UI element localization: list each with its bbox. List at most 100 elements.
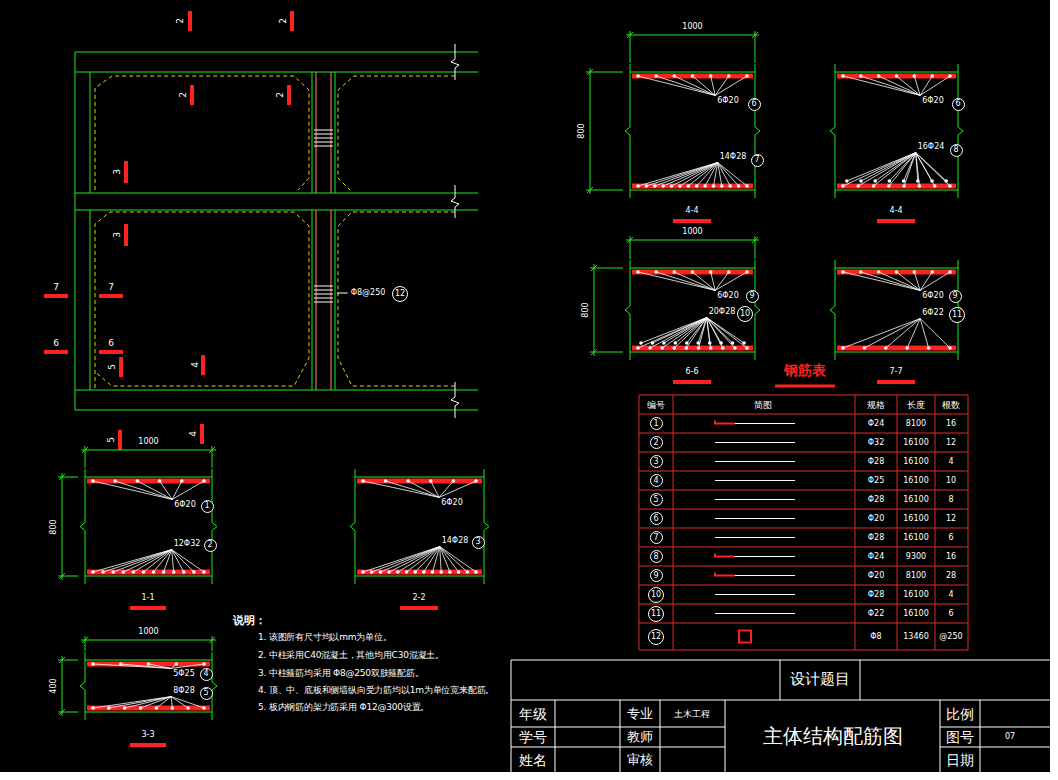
callout-circle: 6 xyxy=(650,512,663,525)
rebar-dot xyxy=(877,270,881,274)
section-cut-mark: 4 xyxy=(190,362,200,368)
stirrup-mark xyxy=(314,130,333,302)
rebar-leader-fan xyxy=(93,550,204,572)
rebar-dot xyxy=(888,179,892,183)
rebar-dot xyxy=(745,270,749,274)
table-header: 长度 xyxy=(907,399,925,409)
stirrup-leader xyxy=(337,293,348,294)
dimension-line xyxy=(58,656,78,716)
rebar-dot xyxy=(162,570,166,574)
rebar-dot xyxy=(709,74,713,78)
rebar-dot xyxy=(727,74,731,78)
rebar-dot xyxy=(113,479,117,483)
rebar-dot xyxy=(721,346,725,350)
dimension: 1000 xyxy=(138,437,158,446)
callout-circle: 4 xyxy=(200,668,213,681)
title-block-text: 教师 xyxy=(627,730,653,745)
rebar-bar xyxy=(357,481,482,572)
rebar-dot xyxy=(387,570,391,574)
rebar-dot xyxy=(152,570,156,574)
rebar-spec: 6Φ20 xyxy=(441,498,463,507)
rebar-dot xyxy=(742,341,746,345)
rebar-spec: 6Φ20 xyxy=(717,291,739,300)
section-cut-mark: 6 xyxy=(108,338,114,348)
section-outline xyxy=(80,469,217,584)
rebar-dot xyxy=(636,270,640,274)
rebar-dot xyxy=(720,184,724,188)
rebar-spec: 14Φ28 xyxy=(442,536,469,545)
rebar-spec: 5Φ25 xyxy=(173,669,195,678)
section-title: 4-4 xyxy=(685,206,698,215)
table-column-line xyxy=(639,395,968,650)
dimension: 400 xyxy=(49,678,58,693)
section-view xyxy=(590,236,760,360)
section-title: 4-4 xyxy=(889,206,902,215)
rebar-dot xyxy=(695,184,699,188)
plan-view xyxy=(75,44,478,418)
section-outline xyxy=(350,469,489,584)
rebar-dot xyxy=(927,346,931,350)
rebar-dot xyxy=(91,570,95,574)
table-cell: 6 xyxy=(948,533,953,542)
rebar-dot xyxy=(448,570,452,574)
section-view xyxy=(58,446,217,584)
table-header: 根数 xyxy=(942,399,960,409)
rebar-bar xyxy=(837,272,956,348)
callout-number: 5 xyxy=(653,496,658,504)
rebar-dot xyxy=(186,706,190,710)
section-title: 1-1 xyxy=(141,593,154,602)
rebar-bar xyxy=(87,664,210,708)
rebar-dot xyxy=(709,346,713,350)
title-block-text: 07 xyxy=(1005,732,1015,741)
rebar-dot xyxy=(396,570,400,574)
section-cut-mark: 2 xyxy=(178,92,188,98)
section-cut-mark: 4 xyxy=(188,431,198,437)
rebar-dot xyxy=(405,570,409,574)
rebar-dot xyxy=(431,570,435,574)
rebar-leader-fan xyxy=(843,272,950,290)
rebar-dot xyxy=(930,179,934,183)
dimension-line xyxy=(626,31,759,63)
rebar-dot xyxy=(202,662,206,666)
rebar-dot xyxy=(841,346,845,350)
rebar-dot xyxy=(913,74,917,78)
table-cell: Φ28 xyxy=(868,590,884,599)
rebar-dot xyxy=(123,706,127,710)
callout-number: 4 xyxy=(653,477,658,485)
rebar-dot xyxy=(913,270,917,274)
callout-number: 6 xyxy=(955,100,960,108)
rebar-dot xyxy=(192,570,196,574)
section-outline xyxy=(625,260,760,360)
rebar-dot xyxy=(709,270,713,274)
callout-circle: 1 xyxy=(650,417,663,430)
rebar-dot xyxy=(660,346,664,350)
rebar-dot xyxy=(685,346,689,350)
rebar-dot xyxy=(948,346,952,350)
section-outline xyxy=(625,64,760,198)
dimension: 800 xyxy=(49,519,58,534)
rebar-dot xyxy=(158,479,162,483)
table-cell: 4 xyxy=(948,457,953,466)
rebar-dot xyxy=(171,706,175,710)
table-cell: 12 xyxy=(946,438,956,447)
rebar-leader-fan xyxy=(843,319,950,348)
table-cell: 6 xyxy=(948,609,953,618)
callout-number: 9 xyxy=(952,292,957,300)
table-cell: 16100 xyxy=(903,476,928,485)
callout-circle: 7 xyxy=(650,531,663,544)
callout-circle: 6 xyxy=(748,98,761,111)
table-cell: 10 xyxy=(946,476,956,485)
rebar-dot xyxy=(654,74,658,78)
column-rebar-line xyxy=(316,72,331,390)
rebar-dot xyxy=(172,570,176,574)
rebar-dot xyxy=(733,346,737,350)
table-cell: 16100 xyxy=(903,457,928,466)
section-cut-mark: 7 xyxy=(108,282,114,292)
rebar-dot xyxy=(370,570,374,574)
table-cell: 8100 xyxy=(906,419,926,428)
rebar-bar xyxy=(632,272,753,348)
rebar-dot xyxy=(439,570,443,574)
stirrup-sketch xyxy=(739,631,751,643)
rebar-dot xyxy=(122,570,126,574)
rebar-dot xyxy=(645,184,649,188)
